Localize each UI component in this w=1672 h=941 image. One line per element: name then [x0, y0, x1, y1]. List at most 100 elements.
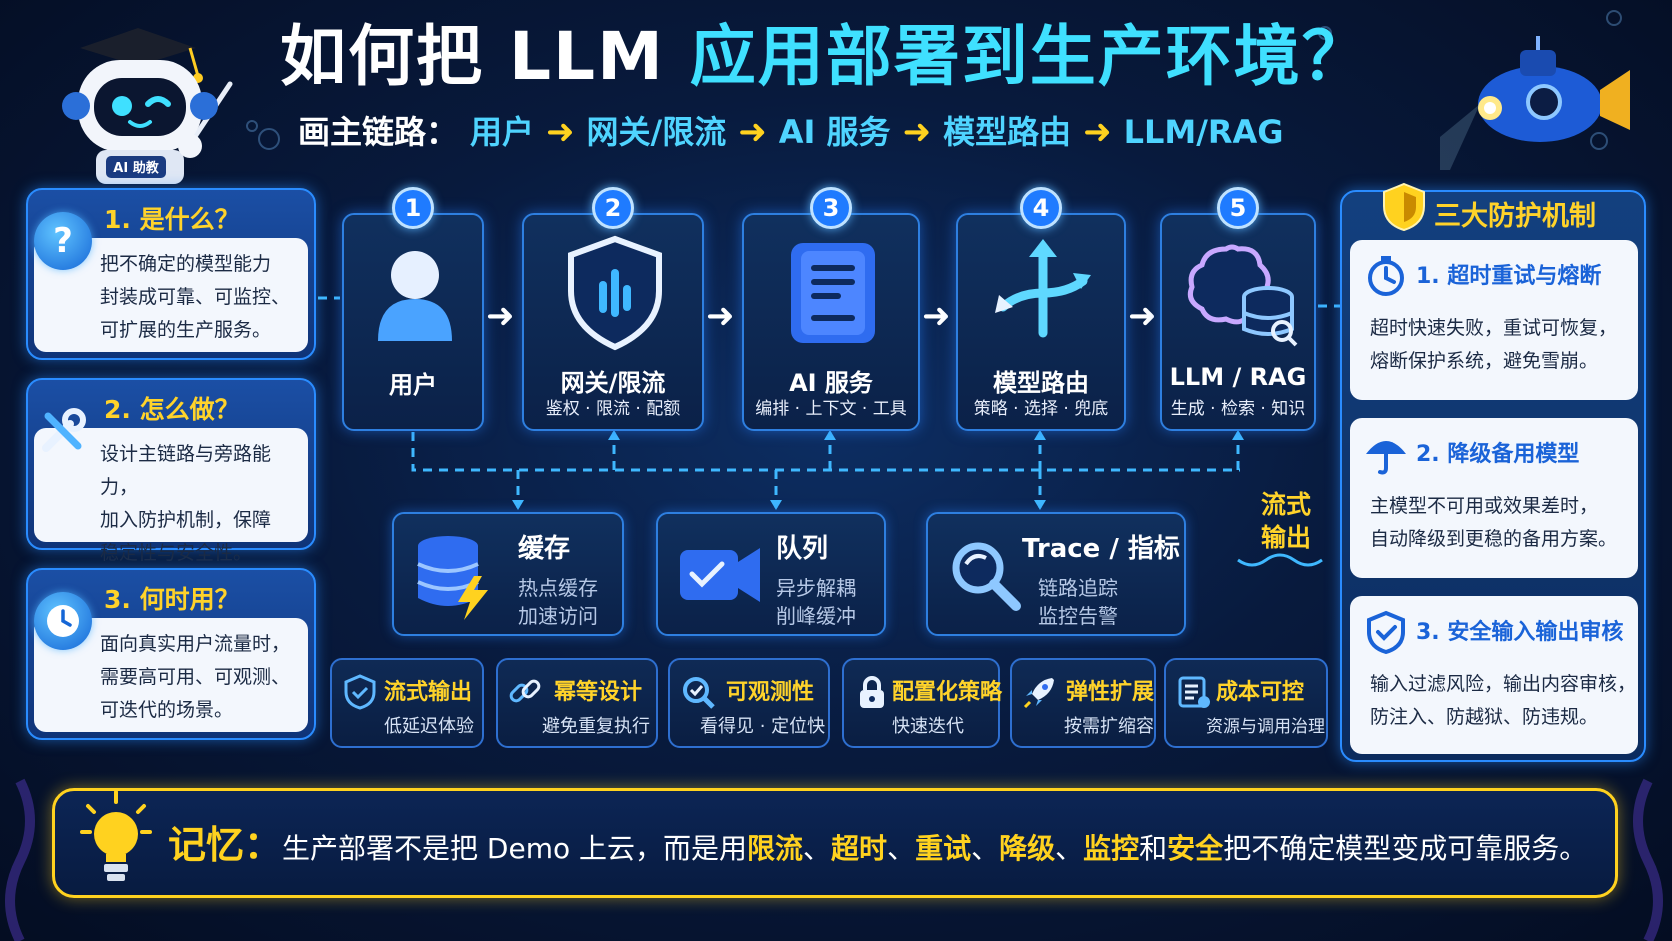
- lock-icon: [860, 676, 884, 708]
- left-card-when: 3. 何时用？ 面向真实用户流量时， 需要高可用、可观测、 可迭代的场景。: [26, 568, 316, 740]
- left-card-line: 封装成可靠、可监控、: [100, 286, 291, 308]
- memory-segment: 生产部署不是把 Demo 上云，而是用: [282, 832, 748, 865]
- pipeline-node-user: 1 用户: [342, 187, 484, 431]
- subtitle-step: 网关/限流: [586, 113, 727, 151]
- user-icon: [378, 251, 452, 341]
- feature-tile-elastic: 弹性扩展 按需扩缩容: [1010, 658, 1156, 748]
- server-icon: [791, 243, 875, 343]
- left-card-title: 1. 是什么？: [104, 205, 240, 234]
- pipeline-node-label: 模型路由: [993, 369, 1089, 397]
- side-box-queue: 队列 异步解耦 削峰缓冲: [656, 512, 886, 636]
- pipeline-node-sub: 策略 · 选择 · 兜底: [973, 399, 1109, 419]
- rocket-icon: [1023, 678, 1054, 709]
- memory-highlight: 安全: [1167, 832, 1224, 865]
- memory-highlight: 重试: [915, 832, 972, 865]
- step-number-badge: 4: [1020, 187, 1062, 229]
- left-card-line: 把不确定的模型能力: [100, 253, 272, 275]
- bubble-decor: [1590, 132, 1608, 150]
- protection-card-body: 输入过滤风险，输出内容审核， 防注入、防越狱、防违规。: [1370, 668, 1636, 734]
- left-card-line: 需要高可用、可观测、: [100, 666, 291, 688]
- magnifier-icon: [952, 542, 1021, 611]
- feature-tile-sub: 低延迟体验: [384, 716, 474, 737]
- feature-tile-sub: 看得见 · 定位快: [700, 716, 826, 737]
- arrow-right-icon: ➜: [902, 112, 932, 152]
- memory-key: 记忆：: [168, 823, 283, 867]
- protection-card-fallback: 2. 降级备用模型 主模型不可用或效果差时， 自动降级到更稳的备用方案。: [1350, 418, 1638, 578]
- pipeline-node-gateway: 2 网关/限流 鉴权 · 限流 · 配额: [522, 187, 704, 431]
- left-card-body: 设计主链路与旁路能力， 加入防护机制，保障 稳定性与安全性。: [34, 428, 308, 564]
- arrow-right-icon: ➜: [1128, 296, 1157, 336]
- robot-badge: AI 助教: [113, 160, 159, 176]
- shield-check-icon: [344, 674, 376, 710]
- subtitle-step: 模型路由: [943, 113, 1072, 151]
- side-box-title: Trace / 指标: [1022, 534, 1180, 564]
- memory-segment: 、: [803, 832, 832, 865]
- protection-card-line: 熔断保护系统，避免雪崩。: [1370, 350, 1599, 372]
- arrow-right-icon: ➜: [486, 296, 515, 336]
- feature-tile-sub: 资源与调用治理: [1206, 717, 1325, 737]
- shield-badge-icon: [1383, 182, 1425, 232]
- step-number-badge: 2: [592, 187, 634, 229]
- side-box-trace: Trace / 指标 链路追踪 监控告警: [926, 512, 1186, 636]
- bubble-decor: [246, 120, 258, 132]
- arrow-right-icon: ➜: [922, 296, 951, 336]
- pipeline-node-ai-service: 3 AI 服务 编排 · 上下文 · 工具: [742, 187, 920, 431]
- feature-tile-title: 配置化策略: [892, 680, 1003, 705]
- stream-label-line: 流式: [1260, 490, 1311, 519]
- pipeline-node-label: 网关/限流: [560, 369, 666, 397]
- memory-text: 记忆： 生产部署不是把 Demo 上云，而是用限流、超时、重试、降级、监控和安全…: [168, 820, 1587, 870]
- feature-tile-title: 弹性扩展: [1066, 680, 1155, 705]
- bubble-decor: [1318, 26, 1332, 40]
- protection-card-body: 超时快速失败，重试可恢复， 熔断保护系统，避免雪崩。: [1370, 312, 1617, 378]
- side-box-cache: 缓存 热点缓存 加速访问: [392, 512, 624, 636]
- left-card-title: 2. 怎么做？: [104, 395, 240, 424]
- pipeline-node-sub: 编排 · 上下文 · 工具: [755, 399, 907, 419]
- pipeline-node-sub: 鉴权 · 限流 · 配额: [545, 399, 681, 419]
- pipeline-node-label: AI 服务: [789, 369, 873, 397]
- pipeline-node-sub: 生成 · 检索 · 知识: [1170, 399, 1306, 419]
- side-box-title: 队列: [776, 534, 829, 564]
- side-box-line: 监控告警: [1038, 604, 1118, 628]
- bubble-decor: [258, 128, 280, 150]
- step-number-badge: 3: [810, 187, 852, 229]
- left-card-line: 可迭代的场景。: [100, 699, 234, 721]
- stream-output-label: 流式 输出: [1258, 488, 1314, 554]
- cache-icon: [417, 536, 488, 620]
- feature-tile-sub: 按需扩缩容: [1064, 716, 1154, 737]
- memory-highlight: 降级: [999, 832, 1056, 865]
- protection-card-line: 超时快速失败，重试可恢复，: [1370, 317, 1618, 339]
- feature-tile-sub: 快速迭代: [892, 716, 964, 737]
- security-shield-icon: [1367, 610, 1405, 654]
- umbrella-icon: [1366, 441, 1406, 475]
- memory-segment: 和: [1139, 832, 1168, 865]
- protection-card-title: 1. 超时重试与熔断: [1416, 264, 1602, 289]
- route-icon: [995, 239, 1091, 338]
- left-card-how: 2. 怎么做？ 设计主链路与旁路能力， 加入防护机制，保障 稳定性与安全性。: [26, 378, 316, 564]
- pipeline-node-llm-rag: 5 LLM / RAG 生成 · 检索 · 知识: [1160, 187, 1316, 431]
- feature-tile-config: 配置化策略 快速迭代: [842, 658, 1003, 748]
- subtitle-lead: 画主链路：: [298, 113, 459, 151]
- left-card-body: 把不确定的模型能力 封装成可靠、可监控、 可扩展的生产服务。: [34, 238, 308, 352]
- memory-highlight: 超时: [831, 832, 888, 865]
- arrow-right-icon: ➜: [1083, 112, 1112, 152]
- subtitle-step: 用户: [470, 113, 535, 151]
- left-card-line: 设计主链路与旁路能力，: [100, 443, 272, 498]
- submarine-icon: [1440, 36, 1630, 170]
- bubble-decor: [1606, 10, 1622, 26]
- question-icon: ?: [34, 212, 92, 270]
- step-number-badge: 1: [392, 187, 434, 229]
- protection-card-title: 2. 降级备用模型: [1416, 442, 1580, 467]
- memory-banner: [52, 788, 1618, 898]
- shield-icon: [568, 235, 662, 351]
- arrow-right-icon: ➜: [706, 296, 735, 336]
- feature-tile-title: 成本可控: [1216, 680, 1305, 705]
- feature-tile-observability: 可观测性 看得见 · 定位快: [668, 658, 830, 748]
- side-box-line: 削峰缓冲: [776, 604, 856, 628]
- left-card-title: 3. 何时用？: [104, 585, 240, 614]
- left-card-what: 1. 是什么？ 把不确定的模型能力 封装成可靠、可监控、 可扩展的生产服务。 ?: [26, 188, 316, 360]
- left-card-line: 加入防护机制，保障: [100, 509, 272, 531]
- protection-card-line: 主模型不可用或效果差时，: [1370, 495, 1599, 517]
- left-card-line: 稳定性与安全性。: [100, 542, 253, 564]
- stream-label-line: 输出: [1260, 523, 1311, 552]
